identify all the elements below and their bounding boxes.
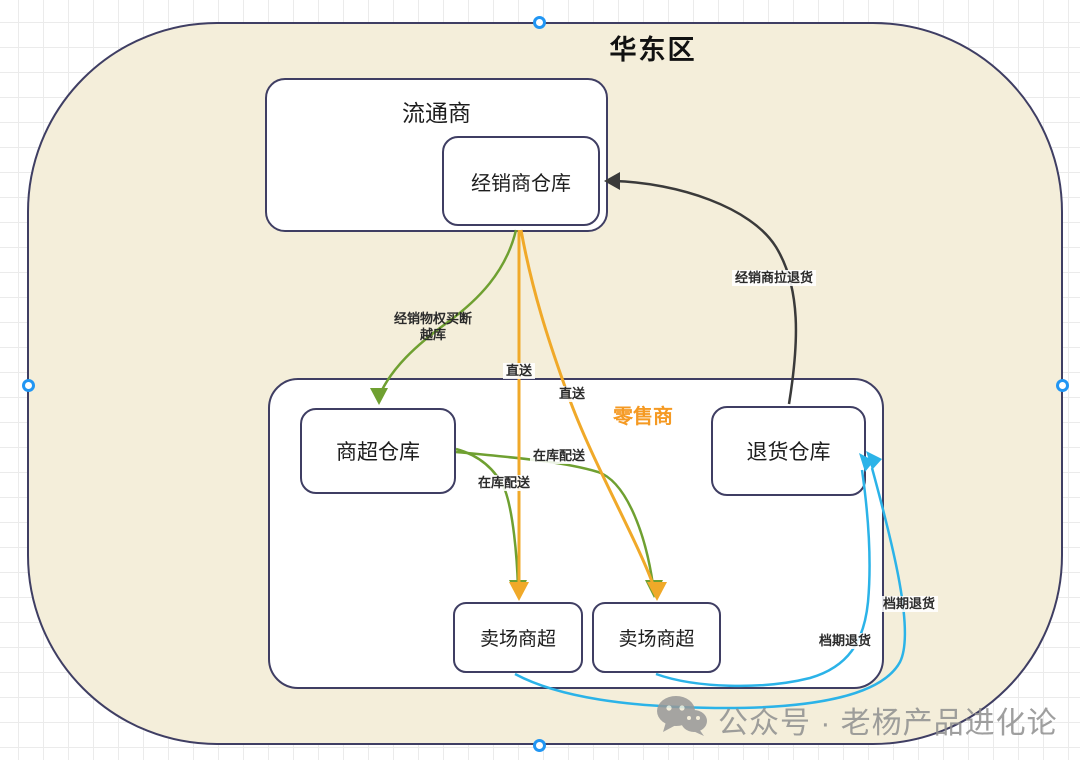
edge-label-buyout-line1: 经销物权买断 xyxy=(393,311,473,326)
watermark: 公众号 · 老杨产品进化论 xyxy=(656,695,1058,745)
selection-handle-right[interactable] xyxy=(1056,379,1069,392)
node-store-supermarket-1[interactable]: 卖场商超 xyxy=(453,602,583,673)
selection-handle-top[interactable] xyxy=(533,16,546,29)
edge-label-direct-2: 直送 xyxy=(555,386,589,402)
edge-label-slot-return-2: 档期退货 xyxy=(815,633,875,649)
node-supermarket-warehouse-label: 商超仓库 xyxy=(336,441,420,464)
edge-label-buyout-line2: 越库 xyxy=(419,327,447,342)
node-supermarket-warehouse[interactable]: 商超仓库 xyxy=(300,408,456,494)
selection-handle-bottom[interactable] xyxy=(533,739,546,752)
edge-label-slot-return-1: 档期退货 xyxy=(879,596,939,612)
node-return-warehouse[interactable]: 退货仓库 xyxy=(711,406,866,496)
edge-label-instock-1: 在库配送 xyxy=(529,448,589,464)
node-store-supermarket-2-label: 卖场商超 xyxy=(618,629,695,650)
node-return-warehouse-label: 退货仓库 xyxy=(746,441,831,464)
edge-label-dealer-pull-return: 经销商拉退货 xyxy=(731,270,817,286)
group-distributor-label: 流通商 xyxy=(402,100,471,126)
wechat-icon xyxy=(656,695,708,745)
edge-label-buyout-crossdock: 经销物权买断 越库 xyxy=(391,311,475,343)
watermark-text: 公众号 · 老杨产品进化论 xyxy=(718,707,1058,740)
group-retailer-label: 零售商 xyxy=(613,406,673,428)
region-title: 华东区 xyxy=(609,35,697,65)
node-store-supermarket-1-label: 卖场商超 xyxy=(479,629,556,650)
edge-label-instock-2: 在库配送 xyxy=(474,475,534,491)
node-store-supermarket-2[interactable]: 卖场商超 xyxy=(592,602,721,673)
edge-label-direct-1: 直送 xyxy=(502,363,536,379)
selection-handle-left[interactable] xyxy=(22,379,35,392)
node-dealer-warehouse-label: 经销商仓库 xyxy=(471,172,571,195)
node-dealer-warehouse[interactable]: 经销商仓库 xyxy=(442,136,600,226)
